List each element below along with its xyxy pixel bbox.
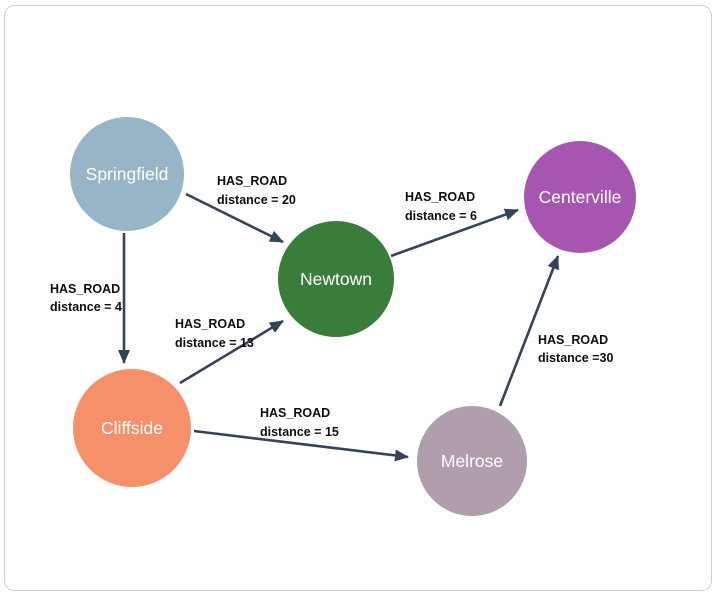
edge-distance-label: distance = 6 <box>405 209 477 223</box>
node-newtown[interactable]: Newtown <box>278 221 394 337</box>
edge-relationship-label: HAS_ROAD <box>405 190 475 204</box>
node-label: Centerville <box>539 187 622 207</box>
edge-arrow <box>390 208 519 258</box>
edge-distance-label: distance =30 <box>538 351 613 365</box>
node-springfield[interactable]: Springfield <box>70 117 184 231</box>
edge-arrow <box>193 429 409 462</box>
edge-relationship-label: HAS_ROAD <box>217 174 287 188</box>
node-circle[interactable] <box>524 141 636 253</box>
node-label: Springfield <box>86 164 169 184</box>
edge-springfield-cliffside: HAS_ROAD distance = 4 <box>50 233 130 364</box>
node-circle[interactable] <box>73 369 191 487</box>
edge-distance-label: distance = 20 <box>217 193 296 207</box>
edge-relationship-label: HAS_ROAD <box>260 406 330 420</box>
node-centerville[interactable]: Centerville <box>524 141 636 253</box>
edge-melrose-centerville: HAS_ROAD distance =30 <box>498 255 613 407</box>
edge-arrow <box>498 255 560 407</box>
edge-cliffside-melrose: HAS_ROAD distance = 15 <box>193 406 409 462</box>
edge-relationship-label: HAS_ROAD <box>175 317 245 331</box>
edge-distance-label: distance = 13 <box>175 336 254 350</box>
edge-springfield-newtown: HAS_ROAD distance = 20 <box>185 174 296 244</box>
node-cliffside[interactable]: Cliffside <box>73 369 191 487</box>
node-label: Cliffside <box>101 418 163 438</box>
edge-distance-label: distance = 15 <box>260 425 339 439</box>
edge-arrow <box>179 319 284 385</box>
node-circle[interactable] <box>417 406 527 516</box>
node-circle[interactable] <box>70 117 184 231</box>
node-label: Melrose <box>441 451 503 471</box>
edge-relationship-label: HAS_ROAD <box>538 333 608 347</box>
edge-cliffside-newtown: HAS_ROAD distance = 13 <box>175 317 284 385</box>
edge-distance-label: distance = 4 <box>50 300 122 314</box>
node-melrose[interactable]: Melrose <box>417 406 527 516</box>
node-circle[interactable] <box>278 221 394 337</box>
edge-newtown-centerville: HAS_ROAD distance = 6 <box>390 190 519 258</box>
node-label: Newtown <box>300 269 372 289</box>
edge-arrow <box>185 192 284 244</box>
edge-relationship-label: HAS_ROAD <box>50 282 120 296</box>
